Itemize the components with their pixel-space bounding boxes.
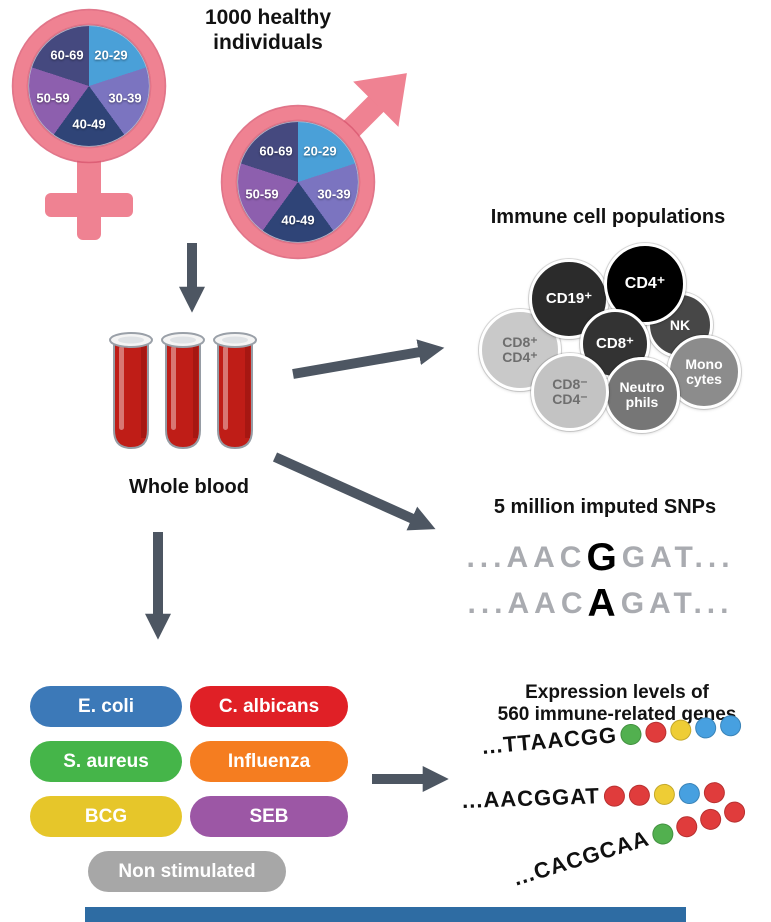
blood-tube-icon [213, 332, 257, 449]
snp-sequence-suffix: GAT... [620, 587, 734, 620]
snp-variant-allele: A [587, 582, 621, 625]
stimulus-pill-saureus: S. aureus [30, 741, 182, 782]
arrow-blood-to-cells [292, 339, 445, 379]
pie-slice-label: 60-69 [259, 143, 293, 159]
snp-sequence-prefix: ...AAC [467, 587, 588, 620]
blood-tube-icon [161, 332, 205, 449]
cell-circle-neutrophils: Neutro phils [604, 357, 680, 433]
pie-slice-label: 30-39 [108, 90, 142, 106]
gene-bead [719, 713, 743, 737]
gene-bead [703, 781, 726, 804]
pie-slice-label: 50-59 [36, 90, 70, 106]
stimulus-pill-influenza: Influenza [190, 741, 348, 782]
gene-bead [628, 783, 651, 806]
stimulus-pill-calbicans: C. albicans [190, 686, 348, 727]
whole-blood-label: Whole blood [129, 476, 249, 498]
gene-bead [653, 783, 676, 805]
immune-cells-title: Immune cell populations [490, 206, 726, 228]
cohort-title: 1000 healthy individuals [204, 6, 332, 54]
gene-bead [644, 720, 668, 744]
pie-slice-label: 30-39 [317, 186, 351, 202]
gene-bead [694, 716, 718, 739]
female-age-pie-chart: 20-29 30-39 40-49 50-59 60-69 [29, 26, 149, 146]
pie-slice-label: 50-59 [245, 186, 279, 202]
pie-slice-label: 20-29 [94, 47, 128, 63]
pie-slice-label: 40-49 [72, 116, 106, 132]
expression-title: Expression levels of 560 immune-related … [497, 682, 737, 726]
blood-tube-icon [109, 332, 153, 449]
stimulus-pill-seb: SEB [190, 796, 348, 837]
pie-slice-label: 20-29 [303, 143, 337, 159]
snp-sequence-alt: ...AACAGAT... [428, 582, 771, 626]
bottom-bar [85, 907, 686, 922]
cell-circle-cd8neg-cd4neg: CD8⁻ CD4⁻ [531, 353, 609, 431]
stimulus-pill-ecoli: E. coli [30, 686, 182, 727]
snp-sequence-ref: ...AACGGAT... [428, 536, 771, 580]
gene-bead [669, 718, 693, 741]
snp-variant-allele: G [586, 536, 622, 579]
gene-bead [673, 813, 700, 840]
gene-bead [649, 820, 676, 847]
snp-sequence-prefix: ...AAC [466, 541, 587, 574]
arrow-blood-to-snps [272, 452, 436, 531]
gene-bead [697, 805, 724, 833]
snps-title: 5 million imputed SNPs [493, 496, 717, 518]
gene-sequence-text: ...AACGGAT [461, 783, 601, 813]
stimulus-pill-nonstimulated: Non stimulated [88, 851, 286, 892]
gene-bead [678, 782, 701, 804]
pie-slice-label: 60-69 [50, 47, 84, 63]
pie-slice-label: 40-49 [281, 212, 315, 228]
stimulus-pill-bcg: BCG [30, 796, 182, 837]
snp-sequence-suffix: GAT... [621, 541, 735, 574]
gene-bead [620, 722, 643, 746]
blood-tubes-icon [109, 332, 257, 449]
male-age-pie-chart: 20-29 30-39 40-49 50-59 60-69 [238, 122, 358, 242]
gene-bead [603, 784, 626, 807]
